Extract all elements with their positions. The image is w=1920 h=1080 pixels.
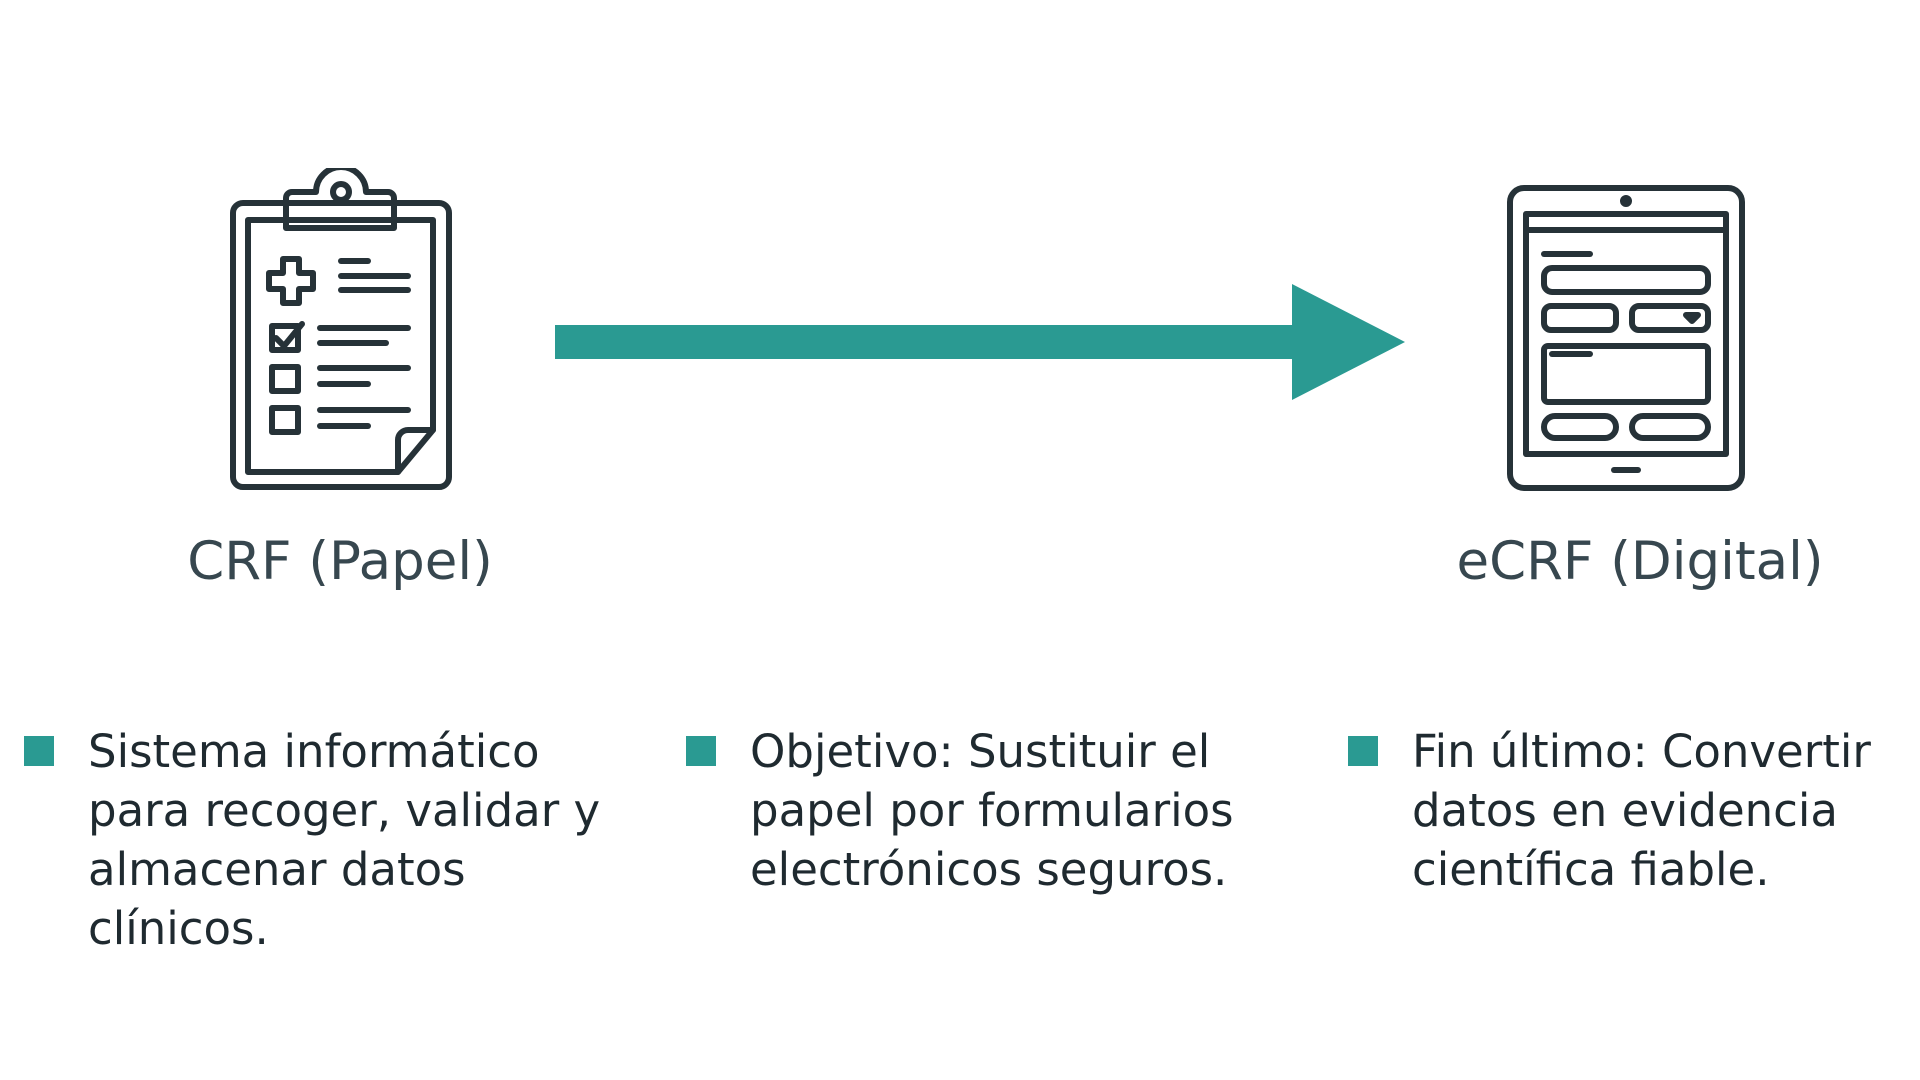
bullet-item-objective: Objetivo: Sustituir el papel por formula…	[686, 722, 1306, 899]
bullet-text: Fin último: Convertir datos en evidencia…	[1412, 725, 1871, 896]
tablet-form-icon	[1506, 184, 1746, 492]
bullet-text: Objetivo: Sustituir el papel por formula…	[750, 725, 1234, 896]
bullet-square-icon	[1348, 736, 1378, 766]
bullet-item-definition: Sistema informático para recoger, valida…	[24, 722, 644, 958]
paper-crf-label: CRF (Papel)	[187, 531, 493, 592]
bullet-text: Sistema informático para recoger, valida…	[88, 725, 601, 955]
arrow-right-icon	[555, 282, 1405, 402]
clipboard-icon	[228, 164, 454, 492]
bullet-square-icon	[24, 736, 54, 766]
digital-ecrf-label: eCRF (Digital)	[1456, 531, 1824, 592]
bullet-square-icon	[686, 736, 716, 766]
bullet-item-goal: Fin último: Convertir datos en evidencia…	[1348, 722, 1908, 899]
